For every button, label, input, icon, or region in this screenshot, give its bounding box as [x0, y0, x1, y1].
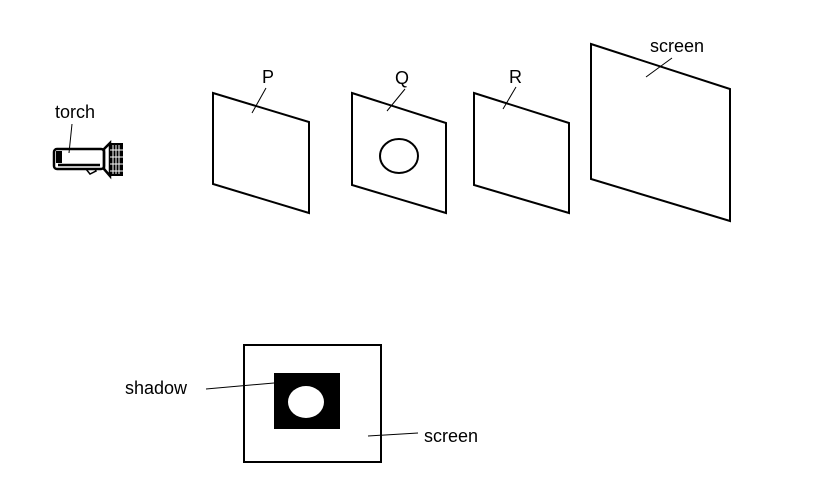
shadow-leader-line — [205, 382, 275, 390]
card-r: R — [473, 67, 570, 215]
light-spot — [288, 386, 324, 418]
card-p-outline — [212, 91, 310, 215]
screen-bottom: shadow screen — [125, 344, 478, 463]
screen-bottom-outline — [243, 344, 382, 463]
torch: torch — [52, 102, 123, 180]
card-p-leader-line — [251, 87, 267, 114]
card-q-label: Q — [395, 68, 409, 88]
screen-top-outline — [590, 42, 731, 223]
screen-top-label: screen — [650, 36, 704, 56]
card-r-outline — [473, 91, 570, 215]
card-q-leader-line — [386, 88, 406, 112]
card-q: Q — [351, 68, 447, 215]
torch-label: torch — [55, 102, 95, 122]
torch-icon — [52, 139, 123, 180]
card-q-hole — [379, 138, 419, 174]
screen-bottom-leader-line — [367, 432, 419, 437]
screen-top-leader-line — [645, 57, 673, 78]
screen-bottom-label: screen — [424, 426, 478, 446]
shadow-label: shadow — [125, 378, 188, 398]
card-p: P — [212, 67, 310, 215]
card-r-leader-line — [502, 86, 517, 110]
card-p-label: P — [262, 67, 274, 87]
screen-top: screen — [590, 36, 731, 223]
card-r-label: R — [509, 67, 522, 87]
card-q-outline — [351, 91, 447, 215]
